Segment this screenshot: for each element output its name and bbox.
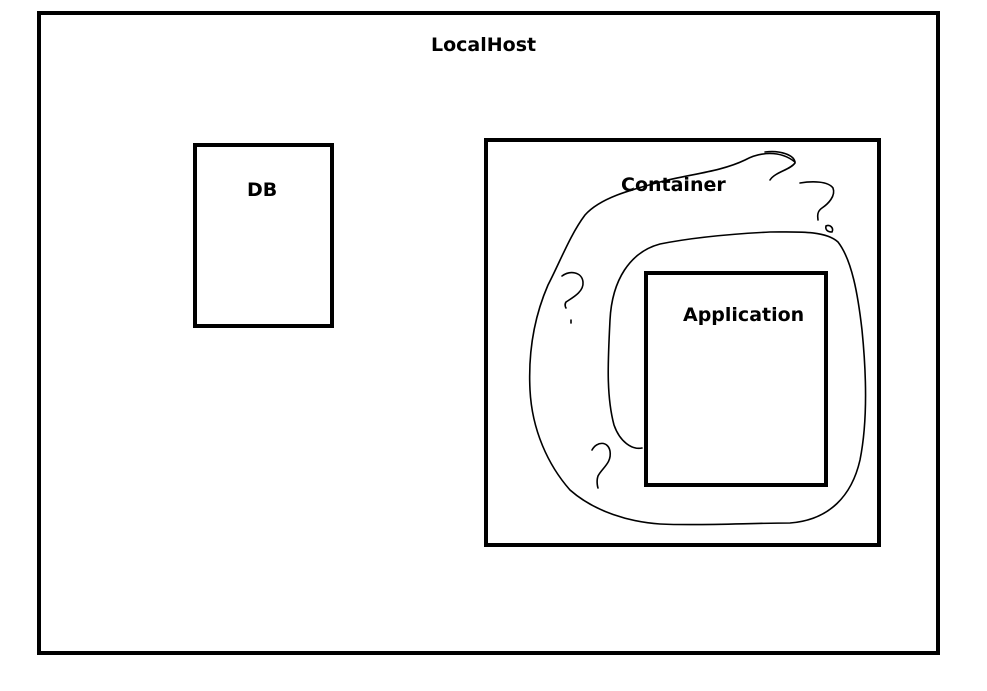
container-label: Container [621,174,726,196]
container-box [484,138,881,547]
application-label: Application [683,304,805,326]
db-box [193,143,334,328]
db-label: DB [247,179,278,201]
localhost-box [37,11,940,655]
localhost-label: LocalHost [431,34,537,56]
